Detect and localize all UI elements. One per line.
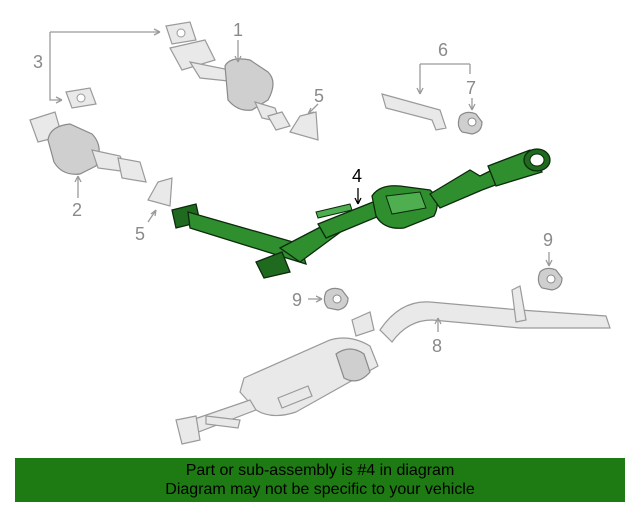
lower-catalytic-converter[interactable] bbox=[29, 111, 147, 183]
leader-9a bbox=[545, 252, 553, 267]
leader-3-top bbox=[50, 28, 161, 36]
callout-5a[interactable]: 5 bbox=[314, 86, 324, 106]
banner-line-2: Diagram may not be specific to your vehi… bbox=[165, 481, 475, 498]
leader-1 bbox=[234, 40, 242, 63]
callout-2[interactable]: 2 bbox=[72, 200, 82, 220]
heat-shield-lower[interactable] bbox=[147, 177, 173, 207]
leader-9b bbox=[308, 295, 323, 303]
callout-6[interactable]: 6 bbox=[438, 40, 448, 60]
info-banner: Part or sub-assembly is #4 in diagram Di… bbox=[15, 458, 625, 502]
leader-2 bbox=[74, 175, 82, 198]
callout-4[interactable]: 4 bbox=[352, 166, 362, 186]
leader-8 bbox=[434, 317, 442, 332]
callout-9b[interactable]: 9 bbox=[292, 290, 302, 310]
heat-shield-upper[interactable] bbox=[289, 111, 319, 141]
leader-4 bbox=[354, 188, 362, 205]
leader-5a bbox=[307, 103, 319, 115]
exhaust-parts-diagram: 3 1 2 5 5 6 7 bbox=[29, 20, 611, 445]
callout-9a[interactable]: 9 bbox=[543, 230, 553, 250]
upper-catalytic-converter[interactable] bbox=[169, 39, 291, 131]
callout-7[interactable]: 7 bbox=[466, 78, 476, 98]
leader-6 bbox=[416, 63, 471, 95]
callout-3[interactable]: 3 bbox=[33, 52, 43, 72]
highlighted-pipe-part-4[interactable] bbox=[171, 148, 551, 279]
callout-3-group: 3 bbox=[33, 28, 161, 104]
leader-7 bbox=[468, 98, 476, 111]
callout-8[interactable]: 8 bbox=[432, 336, 442, 356]
leader-3-bottom bbox=[49, 32, 63, 104]
banner-line-1: Part or sub-assembly is #4 in diagram bbox=[185, 462, 455, 479]
callout-5b[interactable]: 5 bbox=[135, 224, 145, 244]
callout-1[interactable]: 1 bbox=[233, 20, 243, 40]
support-bracket[interactable] bbox=[381, 93, 447, 131]
muffler-tailpipe-assembly[interactable] bbox=[175, 285, 611, 445]
leader-5b bbox=[147, 209, 157, 223]
